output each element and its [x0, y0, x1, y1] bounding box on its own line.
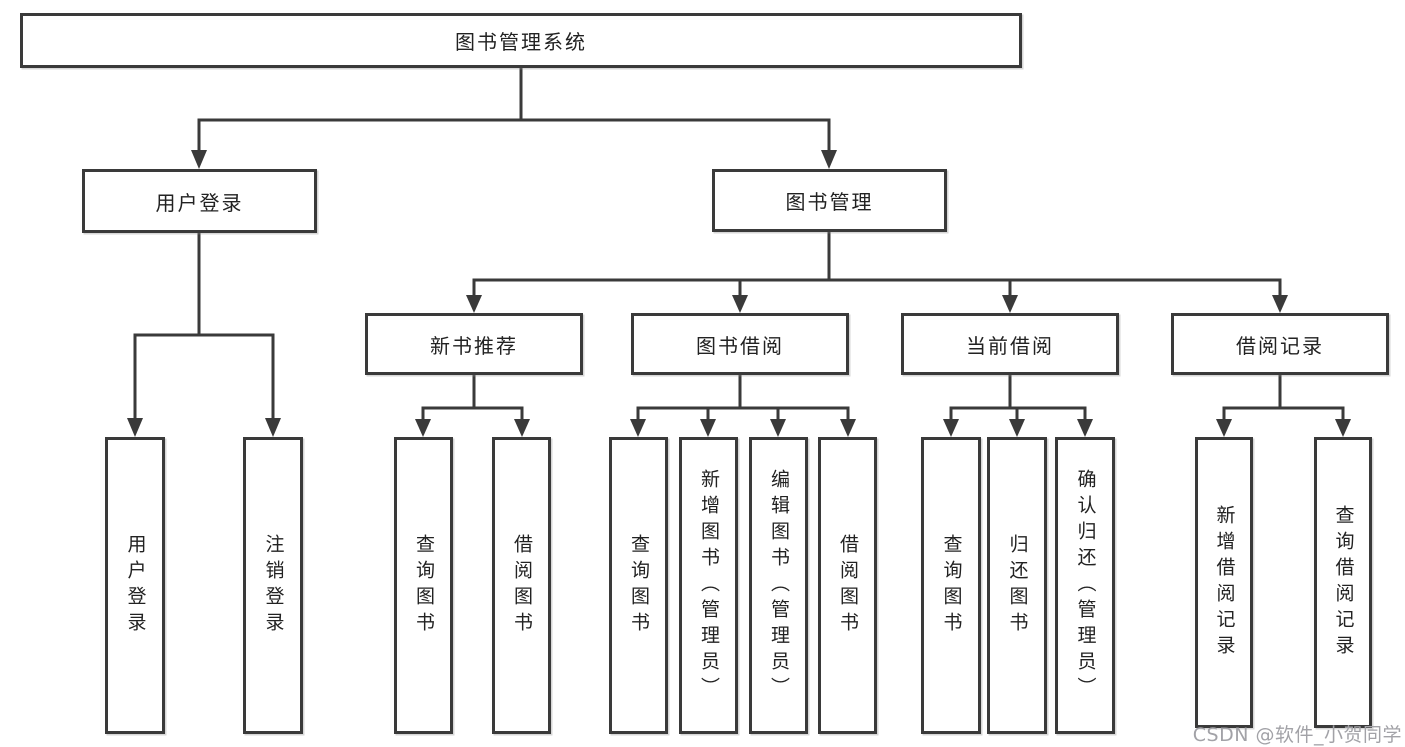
leaf-add-borrow-record: 新增借阅记录 — [1195, 437, 1253, 728]
leaf-confirm-return-admin: 确认归还（管理员） — [1055, 437, 1115, 734]
connector-new-book-children — [415, 375, 530, 437]
connector-root-to-level2 — [191, 68, 837, 169]
leaf-query-book-current: 查询图书 — [921, 437, 981, 734]
node-book-management: 图书管理 — [712, 169, 947, 232]
node-user-login: 用户登录 — [82, 169, 317, 233]
leaf-query-book-borrow: 查询图书 — [609, 437, 668, 734]
connector-book-borrow-children — [630, 375, 856, 437]
node-new-book-recommend: 新书推荐 — [365, 313, 583, 375]
root-node-library-system: 图书管理系统 — [20, 13, 1022, 68]
connector-borrow-record-children — [1216, 375, 1351, 437]
connector-current-borrow-children — [943, 375, 1093, 437]
leaf-query-borrow-record: 查询借阅记录 — [1314, 437, 1372, 728]
leaf-edit-book-admin: 编辑图书（管理员） — [749, 437, 808, 734]
node-book-borrow: 图书借阅 — [631, 313, 849, 375]
leaf-logout: 注销登录 — [243, 437, 303, 734]
leaf-borrow-book: 借阅图书 — [818, 437, 877, 734]
leaf-borrow-book-recommend: 借阅图书 — [492, 437, 551, 734]
node-current-borrow: 当前借阅 — [901, 313, 1119, 375]
connector-book-management-children — [466, 232, 1288, 313]
leaf-return-book: 归还图书 — [987, 437, 1047, 734]
leaf-user-login: 用户登录 — [105, 437, 165, 734]
connector-user-login-children — [127, 233, 281, 437]
watermark: CSDN @软件_小贺同学 — [1192, 724, 1402, 746]
node-borrow-record: 借阅记录 — [1171, 313, 1389, 375]
leaf-add-book-admin: 新增图书（管理员） — [679, 437, 738, 734]
leaf-query-book-recommend: 查询图书 — [394, 437, 453, 734]
